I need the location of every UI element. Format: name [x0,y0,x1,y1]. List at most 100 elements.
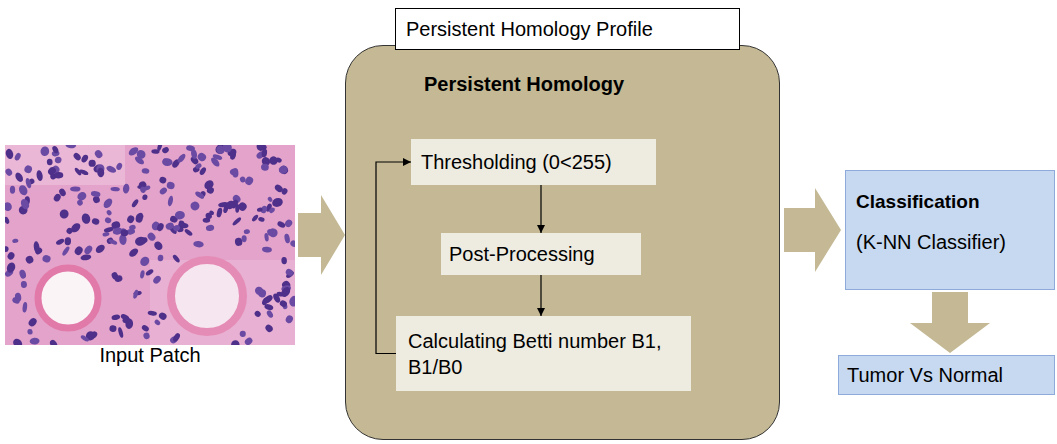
cell-nucleus [24,255,34,265]
cell-nucleus [114,275,123,283]
cell-nucleus [275,157,282,164]
box-heading: Classification [856,191,980,214]
cell-nucleus [33,241,40,253]
cell-nucleus [172,254,181,264]
cell-nucleus [5,201,13,212]
cell-nucleus [165,221,175,230]
cell-nucleus [128,247,140,259]
cell-nucleus [132,289,139,299]
cell-nucleus [158,186,168,195]
cell-nucleus [11,337,24,345]
cell-nucleus [54,156,62,164]
cell-nucleus [65,145,76,149]
cell-nucleus [14,171,25,183]
cell-nucleus [64,237,71,245]
cell-nucleus [284,314,294,324]
cell-nucleus [208,210,214,216]
cell-nucleus [88,160,95,167]
profile-title: Persistent Homology Profile [406,17,653,41]
cell-nucleus [279,299,289,308]
cell-nucleus [129,224,137,230]
cell-nucleus [216,207,223,218]
cell-nucleus [138,255,151,268]
tab-box: Persistent Homology Profile [395,8,740,50]
cell-nucleus [54,172,63,179]
cell-nucleus [162,158,173,167]
flow-arrow [540,185,541,233]
cell-nucleus [235,204,239,213]
cell-nucleus [167,195,174,206]
vessel-lumen [171,260,243,332]
cell-nucleus [266,309,275,318]
cell-nucleus [122,183,130,194]
cell-nucleus [268,206,276,214]
cell-nucleus [5,167,13,177]
cell-nucleus [193,241,204,248]
tissue-patch [150,260,295,345]
cell-nucleus [131,198,140,208]
cell-nucleus [162,158,168,166]
cell-nucleus [285,268,295,277]
cell-nucleus [161,146,170,154]
cell-nucleus [21,281,28,289]
cell-nucleus [58,187,67,197]
cell-nucleus [276,220,286,228]
cell-nucleus [281,187,289,195]
cell-nucleus [179,222,186,229]
cell-nucleus [206,224,215,231]
cell-nucleus [47,159,53,166]
panel-heading: Persistent Homology [424,72,624,96]
cell-nucleus [55,238,65,246]
cell-nucleus [240,331,246,337]
cell-nucleus [158,311,168,321]
cell-nucleus [111,314,120,321]
cell-nucleus [284,233,291,243]
cell-nucleus [72,152,82,162]
cell-nucleus [10,186,15,194]
cell-nucleus [6,251,15,261]
cell-nucleus [137,212,144,219]
cell-nucleus [142,185,151,192]
cell-nucleus [262,246,272,253]
cell-nucleus [141,168,150,175]
cell-nucleus [5,148,14,160]
cell-nucleus [184,228,194,237]
cell-nucleus [81,213,92,225]
block-arrow [784,188,841,272]
cell-nucleus [251,214,259,223]
cell-nucleus [93,149,104,160]
cell-nucleus [239,176,246,184]
cell-nucleus [108,238,118,245]
cell-nucleus [278,164,289,175]
cell-nucleus [157,254,163,261]
cell-nucleus [23,164,33,174]
cell-nucleus [267,227,279,239]
cell-nucleus [243,336,253,345]
block-arrow [910,292,990,353]
image-caption: Input Patch [0,343,300,367]
cell-nucleus [152,274,163,285]
vessel-lumen [38,268,98,328]
cell-nucleus [203,218,211,223]
cell-nucleus [90,330,98,339]
tissue-patch [5,145,125,185]
step-text: Post-Processing [449,242,595,266]
cell-nucleus [229,339,241,345]
cell-nucleus [97,167,105,177]
histology-patch [5,145,295,345]
cell-nucleus [126,214,135,224]
cell-nucleus [14,152,22,161]
tissue-ground [5,145,295,345]
cell-nucleus [14,292,21,302]
cell-nucleus [80,334,90,342]
cell-nucleus [22,302,28,313]
cell-nucleus [51,145,59,154]
cell-nucleus [115,162,123,171]
cell-nucleus [70,186,80,191]
cell-nucleus [175,211,185,220]
cell-nucleus [49,339,59,345]
cell-nucleus [284,218,294,228]
cell-nucleus [69,221,82,234]
cell-nucleus [278,164,289,175]
cell-nucleus [166,181,175,190]
